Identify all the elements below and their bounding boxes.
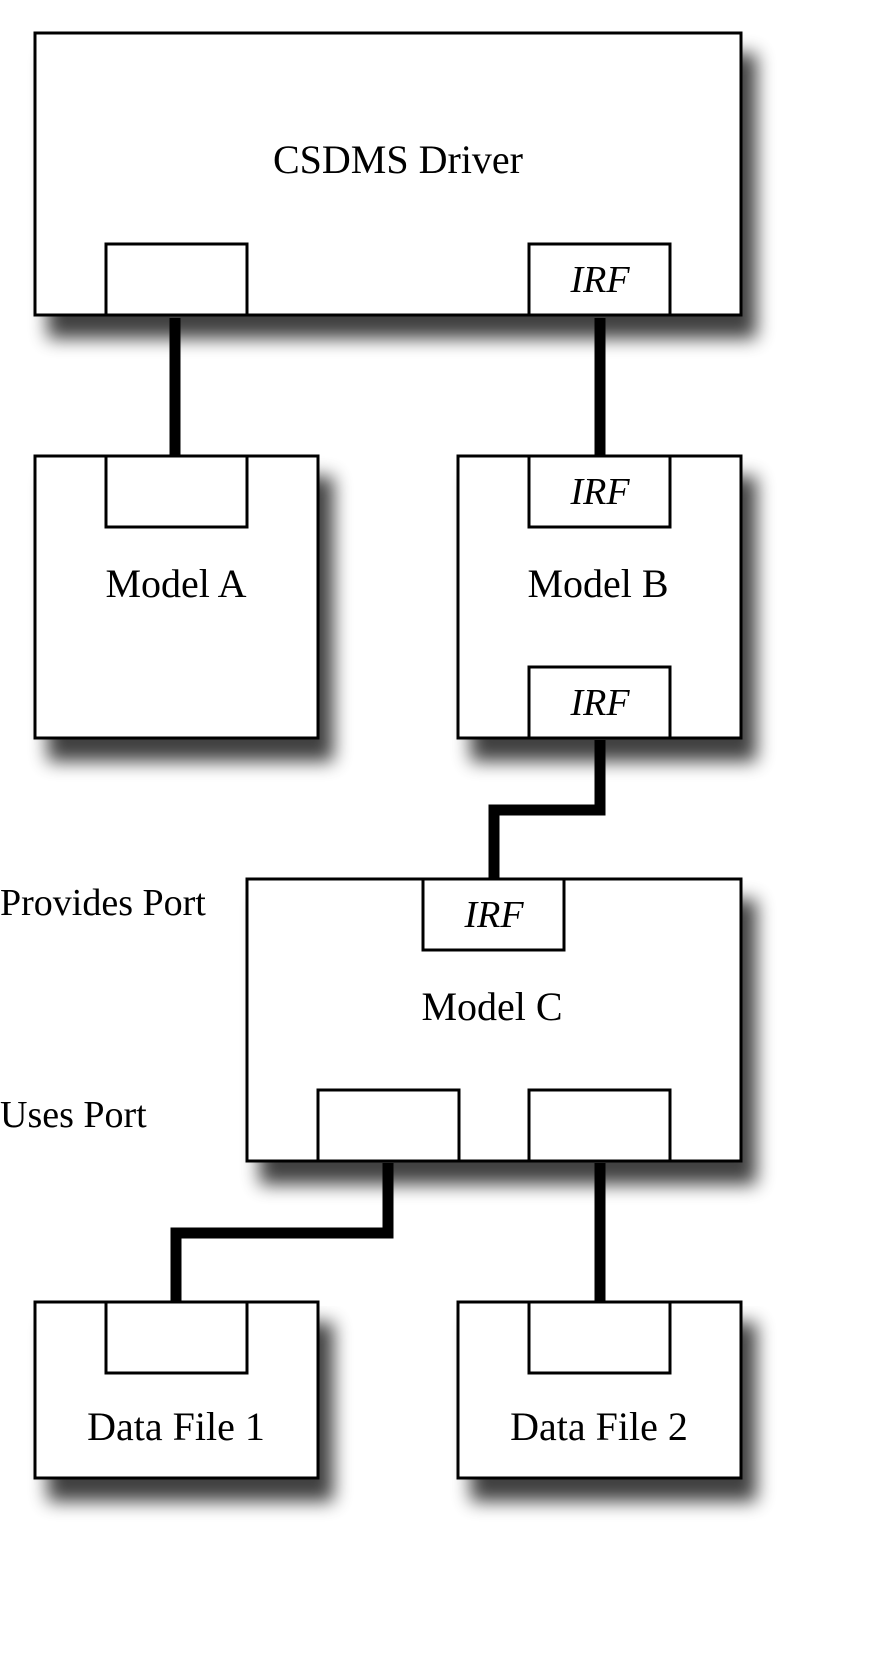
model-c-top-port-label: IRF (463, 894, 524, 936)
model-b-provides-port (527, 454, 672, 529)
wire-model-b-model-c (488, 740, 606, 880)
model-b-label: Model B (527, 561, 668, 606)
model-c-uses-port-right (527, 1088, 672, 1163)
model-c-component: IRF Model C (245, 877, 743, 1163)
model-b-component: IRF Model B IRF (456, 454, 743, 740)
model-a-component: Model A (33, 454, 320, 740)
driver-port-right-label: IRF (569, 259, 630, 301)
data-file-1-label: Data File 1 (87, 1404, 265, 1449)
driver-uses-port-right (527, 242, 672, 317)
model-c-uses-port-left (316, 1088, 461, 1163)
driver-uses-port-left (104, 242, 249, 317)
data-file-1-component: Data File 1 (33, 1300, 320, 1480)
model-b-top-port-label: IRF (569, 471, 630, 513)
model-a-provides-port (104, 454, 249, 529)
model-b-bottom-port-label: IRF (569, 682, 630, 724)
wire-model-c-data-file-1 (170, 1163, 394, 1303)
uses-port-annotation: Uses Port (0, 1094, 147, 1136)
provides-port-annotation: Provides Port (0, 882, 206, 924)
csdms-driver-component: CSDMS Driver IRF (33, 31, 743, 317)
data-file-1-provides-port (104, 1300, 249, 1375)
data-file-2-provides-port (527, 1300, 672, 1375)
model-c-label: Model C (421, 984, 562, 1029)
data-file-2-label: Data File 2 (510, 1404, 688, 1449)
model-c-provides-port (421, 877, 566, 952)
csdms-driver-label: CSDMS Driver (273, 137, 523, 182)
data-file-2-component: Data File 2 (456, 1300, 743, 1480)
model-b-uses-port (527, 665, 672, 740)
model-a-label: Model A (105, 561, 246, 606)
